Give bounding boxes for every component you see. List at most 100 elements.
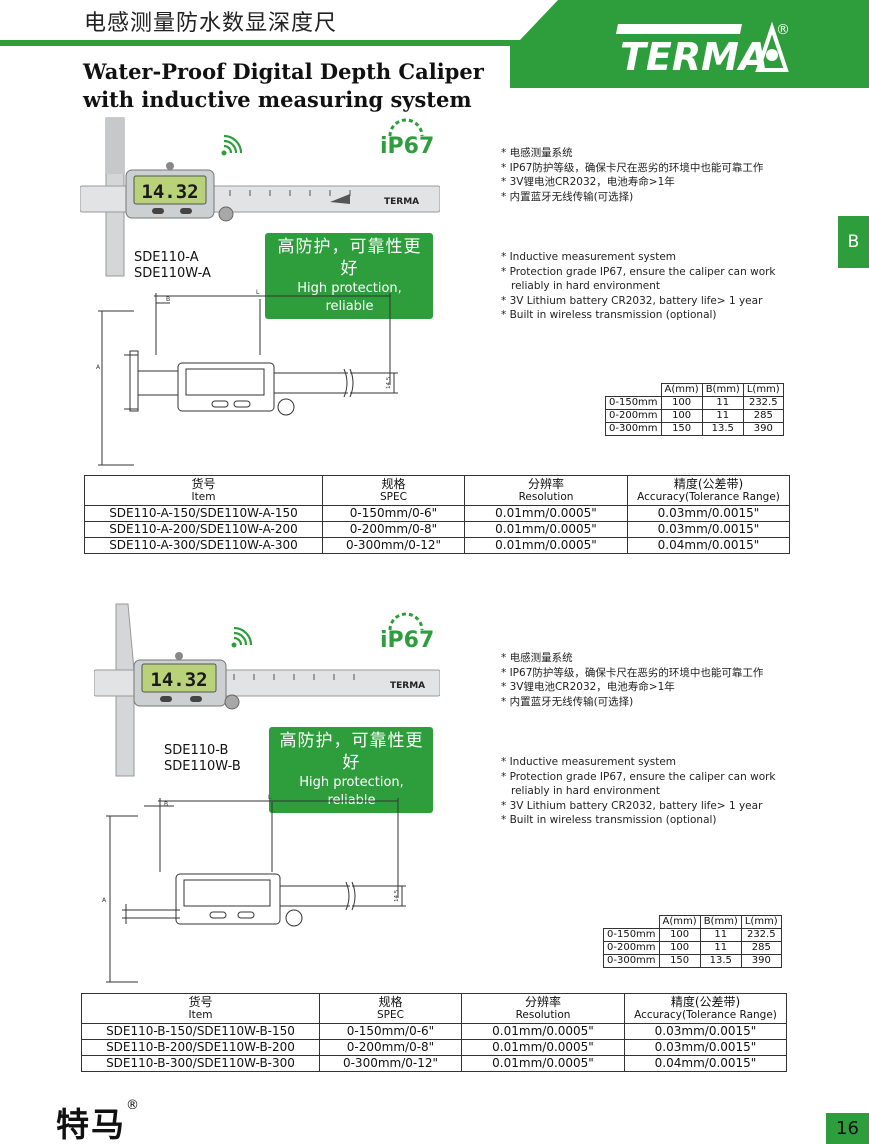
page-title-cn: 电感测量防水数显深度尺: [84, 11, 338, 36]
table-cell: 0.03mm/0.0015": [624, 1039, 787, 1056]
table-cell: 285: [740, 941, 782, 955]
feature-item: * 3V锂电池CR2032，电池寿命>1年: [501, 176, 675, 188]
dimension-table-b: A(mm) B(mm) L(mm) 0-150mm 100 11 232.5 0…: [603, 915, 782, 968]
table-cell: 13.5: [701, 422, 744, 436]
feature-item: * Built in wireless transmission (option…: [501, 814, 717, 826]
lcd-reading: 14.32: [141, 181, 198, 203]
table-cell: 100: [658, 928, 701, 942]
table-cell: 0.01mm/0.0005": [461, 1055, 625, 1072]
lcd-reading: 14.32: [150, 669, 207, 691]
ip67-arc-icon: [388, 612, 424, 631]
table-header: A(mm): [658, 915, 701, 929]
brand-banner: TERMA ®: [510, 0, 869, 88]
table-cell: 0-150mm/0-6": [322, 505, 465, 522]
registered-mark: ®: [776, 22, 790, 38]
terma-logo: TERMA ®: [616, 21, 790, 79]
features-en: * Inductive measurement system * Protect…: [501, 755, 776, 828]
table-cell: 100: [660, 409, 703, 423]
table-cell: 0-150mm/0-6": [319, 1023, 462, 1040]
header-rule: [0, 40, 520, 46]
table-cell: 11: [701, 409, 744, 423]
table-cell: 100: [658, 941, 701, 955]
feature-item: reliably in hard environment: [501, 785, 660, 797]
caliper-photo-a: 14.32 TERMA: [80, 117, 440, 277]
feature-item: * Protection grade IP67, ensure the cali…: [501, 770, 776, 783]
footer-brand: 特马®: [56, 1098, 141, 1144]
ip67-badge: iP67: [380, 118, 436, 164]
technical-drawing-a: B L A 14.5: [96, 289, 398, 466]
model-name: SDE110W-B: [164, 759, 241, 774]
table-cell: 390: [740, 954, 782, 968]
model-name: SDE110W-A: [134, 266, 211, 281]
table-cell: 0-200mm/0-8": [319, 1039, 462, 1056]
table-cell: 232.5: [740, 928, 782, 942]
table-cell: 0-150mm: [605, 396, 662, 410]
svg-text:TERMA: TERMA: [384, 197, 419, 207]
table-cell: [604, 916, 660, 929]
feature-item: * IP67防护等级，确保卡尺在恶劣的环境中也能可靠工作: [501, 161, 764, 174]
footer-brand-text: 特马: [56, 1105, 126, 1144]
feature-item: * Protection grade IP67, ensure the cali…: [501, 265, 776, 278]
table-cell: 150: [658, 954, 701, 968]
feature-item: * 3V Lithium battery CR2032, battery lif…: [501, 294, 763, 307]
table-row: 0-300mm 150 13.5 390: [605, 422, 784, 436]
model-name: SDE110-A: [134, 250, 199, 265]
table-cell: 0-300mm: [605, 422, 662, 436]
table-row: SDE110-A-300/SDE110W-A-300 0-300mm/0-12"…: [84, 537, 790, 554]
technical-drawing-b: B L A 14.5: [102, 794, 406, 983]
table-cell: 11: [701, 396, 744, 410]
dim-label-height: 14.5: [394, 889, 400, 902]
table-header: 精度(公差带)Accuracy(Tolerance Range): [627, 475, 790, 506]
features-cn: * 电感测量系统 * IP67防护等级，确保卡尺在恶劣的环境中也能可靠工作 * …: [501, 651, 763, 709]
table-cell: 0-200mm: [603, 941, 660, 955]
table-header: L(mm): [740, 915, 782, 929]
table-row: 0-300mm 150 13.5 390: [603, 954, 782, 968]
title-line-2: with inductive measuring system: [83, 87, 472, 112]
ip67-label: iP67: [380, 134, 435, 159]
table-header: 精度(公差带)Accuracy(Tolerance Range): [624, 993, 787, 1024]
feature-item: * IP67防护等级，确保卡尺在恶劣的环境中也能可靠工作: [501, 666, 764, 679]
table-cell: SDE110-A-200/SDE110W-A-200: [84, 521, 323, 538]
table-cell: [606, 384, 662, 397]
table-cell: 390: [742, 422, 784, 436]
table-cell: 100: [660, 396, 703, 410]
table-cell: 0-300mm/0-12": [322, 537, 465, 554]
title-line-1: Water-Proof Digital Depth Caliper: [83, 59, 484, 84]
wireless-icon: [221, 134, 243, 156]
model-list-b: SDE110-B SDE110W-B: [164, 743, 241, 775]
ip67-label: iP67: [380, 628, 435, 653]
feature-item: reliably in hard environment: [501, 280, 660, 292]
table-cell: 0.01mm/0.0005": [461, 1023, 625, 1040]
protection-badge: 高防护，可靠性更好 High protection, reliable: [269, 727, 433, 813]
table-cell: 0.03mm/0.0015": [627, 521, 790, 538]
table-cell: SDE110-A-150/SDE110W-A-150: [84, 505, 323, 522]
feature-item: * Inductive measurement system: [501, 756, 677, 768]
dim-label-l: L: [268, 794, 272, 801]
table-row: SDE110-A-150/SDE110W-A-150 0-150mm/0-6" …: [84, 505, 790, 522]
table-cell: 0-150mm: [603, 928, 660, 942]
feature-item: * 3V锂电池CR2032，电池寿命>1年: [501, 681, 675, 693]
table-row: SDE110-A-200/SDE110W-A-200 0-200mm/0-8" …: [84, 521, 790, 538]
table-cell: 0-200mm: [605, 409, 662, 423]
table-cell: 13.5: [699, 954, 742, 968]
model-list-a: SDE110-A SDE110W-A: [134, 250, 211, 282]
table-row: SDE110-B-300/SDE110W-B-300 0-300mm/0-12"…: [81, 1055, 787, 1072]
table-row: 0-150mm 100 11 232.5: [605, 396, 784, 410]
badge-text-en: High protection, reliable: [297, 281, 402, 314]
table-cell: 0.01mm/0.0005": [464, 505, 628, 522]
dimension-table-a: A(mm) B(mm) L(mm) 0-150mm 100 11 232.5 0…: [605, 383, 784, 436]
terma-logo-text: TERMA: [620, 35, 768, 79]
table-header-row: A(mm) B(mm) L(mm): [604, 915, 782, 929]
ip67-badge: iP67: [380, 612, 436, 658]
table-cell: 0.04mm/0.0015": [624, 1055, 787, 1072]
footer-registered-mark: ®: [126, 1098, 141, 1113]
table-cell: 0.04mm/0.0015": [627, 537, 790, 554]
table-cell: 0-300mm: [603, 954, 660, 968]
feature-item: * 3V Lithium battery CR2032, battery lif…: [501, 799, 763, 812]
ip67-arc-icon: [388, 118, 424, 137]
model-name: SDE110-B: [164, 743, 229, 758]
